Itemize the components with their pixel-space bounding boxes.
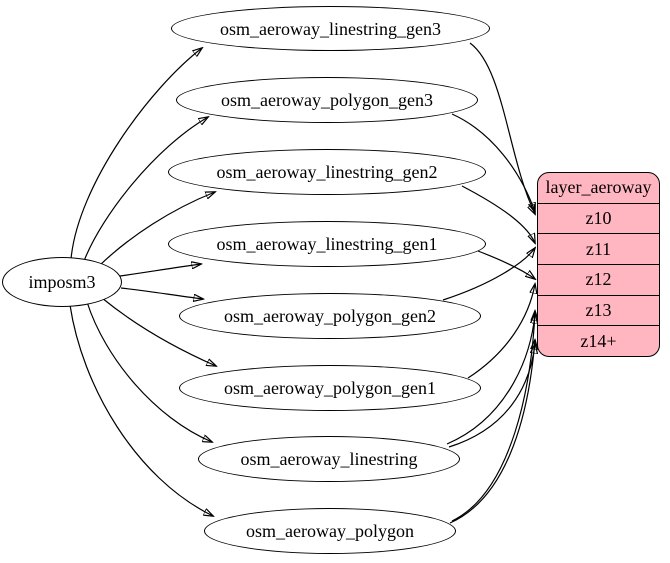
edge-imposm3-to-linestring-gen1 [119,264,201,277]
edge-linestring-gen2-to-z11 [461,185,535,243]
node-label: osm_aeroway_linestring [240,449,418,469]
node-osm-aeroway-linestring: osm_aeroway_linestring [198,436,460,482]
edge-imposm3-to-linestring-gen3 [70,48,202,260]
node-label: osm_aeroway_polygon [246,521,414,541]
node-osm-aeroway-polygon-gen3: osm_aeroway_polygon_gen3 [176,77,478,123]
edge-imposm3-to-linestring-gen2 [98,192,215,267]
edge-linestring-gen1-to-z12 [477,250,535,279]
edge-polygon-gen3-to-z10 [451,113,535,212]
node-osm-aeroway-linestring-gen1: osm_aeroway_linestring_gen1 [168,221,486,267]
layer-aeroway-row-z11: z11 [538,233,659,264]
node-label: osm_aeroway_linestring_gen1 [216,234,438,254]
node-layer-aeroway: layer_aeroway z10 z11 z12 z13 z14+ [537,172,660,357]
node-imposm3: imposm3 [2,257,122,307]
edge-polygon-gen2-to-z11 [442,248,535,301]
edge-imposm3-to-polygon-gen1 [101,297,216,366]
edge-linestring-to-z14 [448,344,535,448]
node-osm-aeroway-linestring-gen2: osm_aeroway_linestring_gen2 [168,149,486,195]
edge-polygon-to-z14 [449,340,535,524]
layer-aeroway-row-z14: z14+ [538,325,659,356]
edge-polygon-gen1-to-z12 [467,284,535,379]
edge-imposm3-to-polygon-gen3 [83,117,208,262]
edge-linestring-to-z13 [446,314,535,445]
node-label: osm_aeroway_polygon_gen2 [224,306,436,326]
edge-imposm3-to-polygon [69,304,213,516]
layer-aeroway-row-z10: z10 [538,202,659,234]
node-label: osm_aeroway_linestring_gen3 [220,18,441,39]
node-label: osm_aeroway_linestring_gen2 [216,162,438,182]
node-label: osm_aeroway_polygon_gen1 [224,378,436,398]
node-osm-aeroway-polygon-gen2: osm_aeroway_polygon_gen2 [179,293,481,339]
node-osm-aeroway-polygon: osm_aeroway_polygon [204,508,456,554]
layer-aeroway-row-z13: z13 [538,294,659,326]
node-osm-aeroway-polygon-gen1: osm_aeroway_polygon_gen1 [179,365,481,411]
node-osm-aeroway-linestring-gen3: osm_aeroway_linestring_gen3 [171,6,490,51]
node-label: osm_aeroway_polygon_gen3 [221,90,433,110]
layer-aeroway-title: layer_aeroway [545,177,652,198]
node-imposm3-label: imposm3 [28,272,96,292]
layer-aeroway-row-z12: z12 [538,264,659,295]
edge-imposm3-to-linestring [86,301,212,442]
edge-imposm3-to-polygon-gen2 [120,287,203,299]
edge-linestring-gen3-to-z10 [469,42,535,214]
